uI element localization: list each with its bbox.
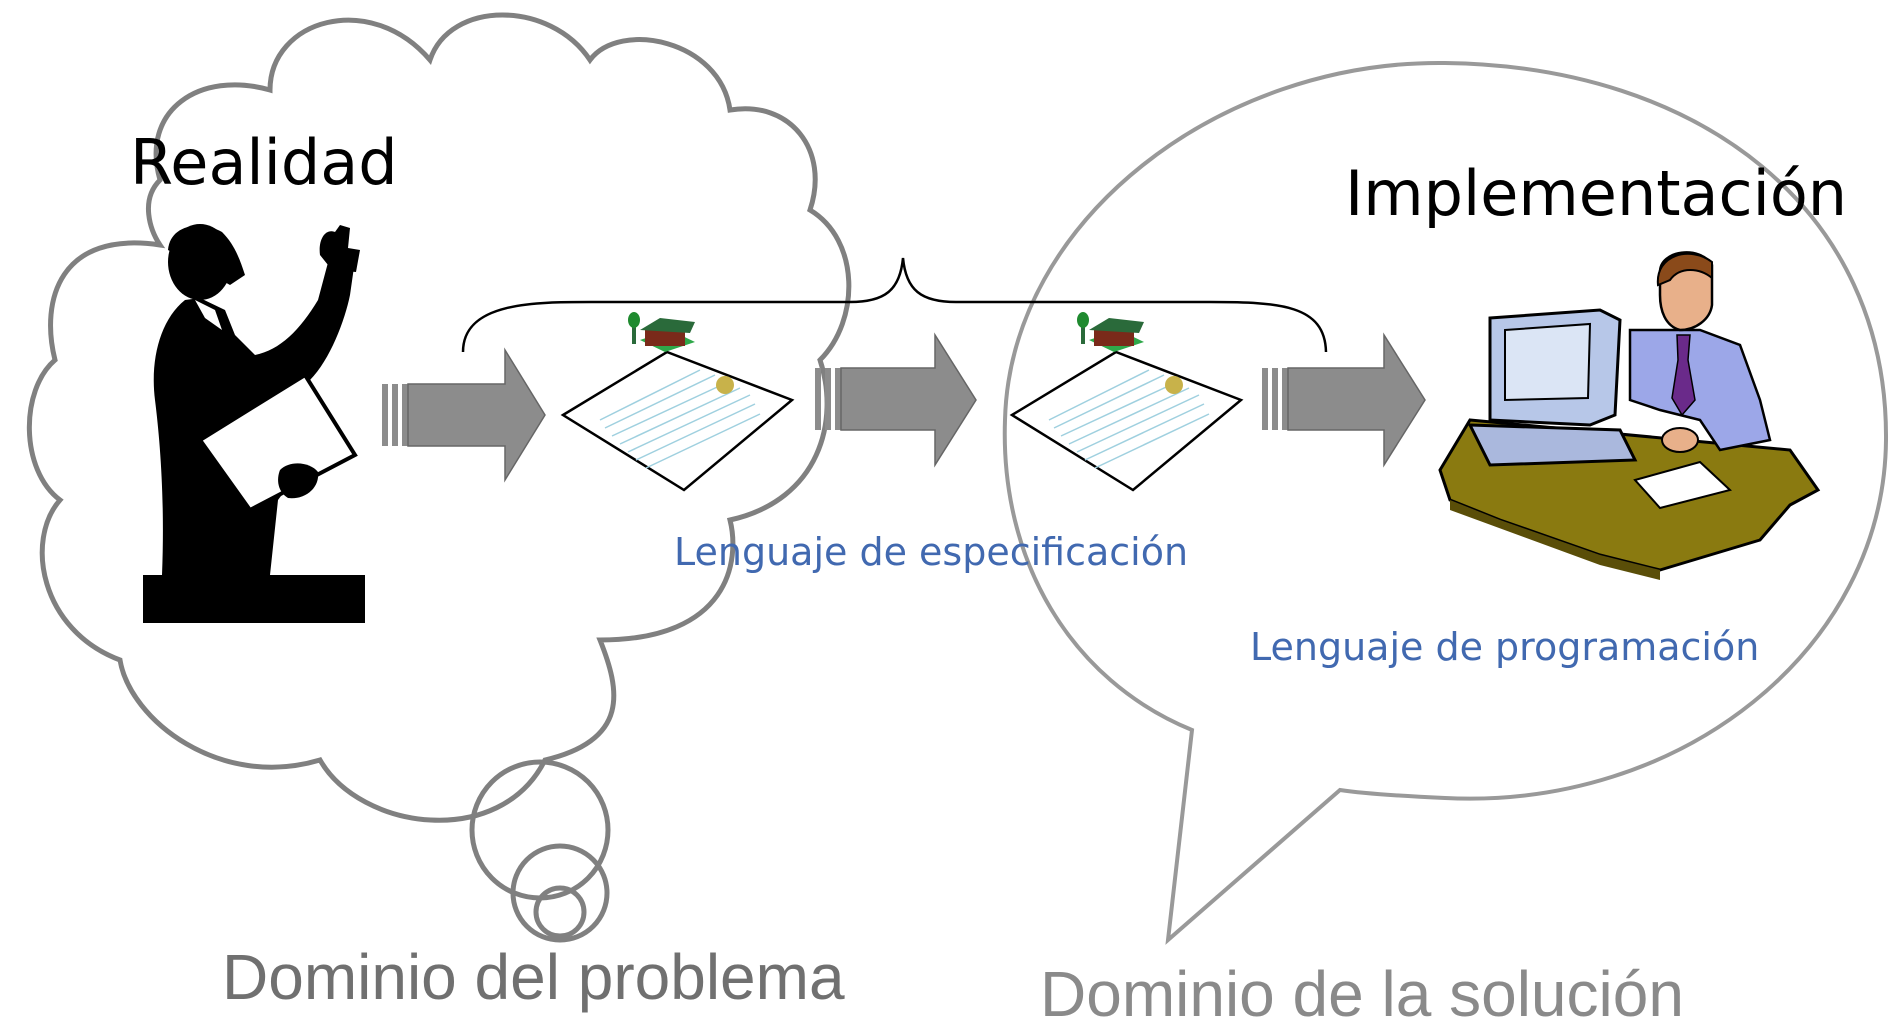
arrow-1 xyxy=(382,347,546,483)
solution-domain-label: Dominio de la solución xyxy=(1040,958,1684,1030)
speaker-silhouette-icon xyxy=(143,224,365,623)
programming-language-label: Lenguaje de programación xyxy=(1250,625,1760,669)
implementacion-label: Implementación xyxy=(1345,157,1848,230)
arrow-2 xyxy=(815,332,977,468)
realidad-label: Realidad xyxy=(130,126,398,199)
thought-bubbles xyxy=(469,759,611,943)
problem-domain-label: Dominio del problema xyxy=(222,941,845,1013)
programmer-computer-icon xyxy=(1438,251,1821,580)
arrow-3 xyxy=(1262,332,1426,468)
document-icon-2 xyxy=(1009,312,1244,492)
specification-brace xyxy=(461,257,1328,353)
solution-domain-speech-bubble xyxy=(1002,60,1889,945)
document-icon xyxy=(560,312,795,492)
specification-language-label: Lenguaje de especificación xyxy=(674,530,1189,574)
